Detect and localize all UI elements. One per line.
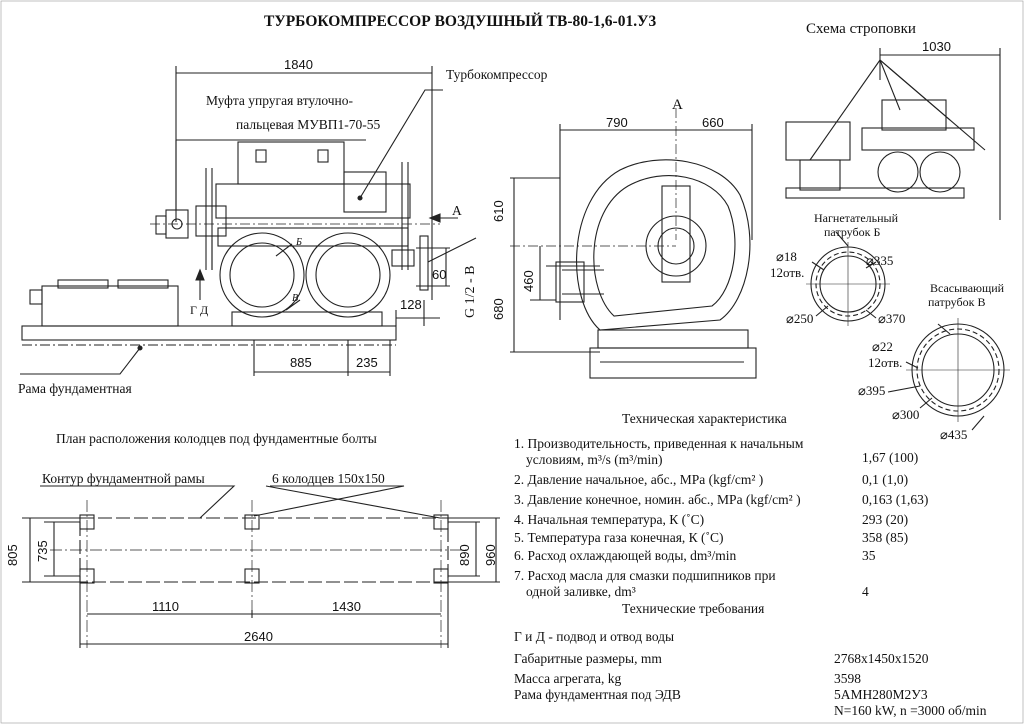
req-frame-value: 5АМН280М2У3: [834, 687, 928, 702]
dim-680: 680: [491, 298, 506, 320]
spec-item-4-value: 293 (20): [862, 512, 909, 527]
flange-b-title-line2: патрубок Б: [824, 225, 881, 239]
requirement-water: Г и Д - подвод и отвод воды: [514, 629, 675, 644]
flange-b: [806, 231, 890, 326]
req-mass-label: Масса агрегата, kg: [514, 671, 622, 686]
spec-item-3-value: 0,163 (1,63): [862, 492, 929, 507]
side-view: [510, 108, 757, 379]
flange-b-d335: ⌀335: [866, 253, 894, 268]
drawing-title: ТУРБОКОМПРЕССОР ВОЗДУШНЫЙ ТВ-80-1,6-01.У…: [264, 13, 657, 30]
dim-805: 805: [5, 544, 20, 566]
flange-v-title-line1: Всасывающий: [930, 281, 1005, 295]
dim-960: 960: [483, 544, 498, 566]
label-turbocompressor: Турбокомпрессор: [446, 67, 548, 82]
flange-v: [887, 318, 1010, 431]
dim-235: 235: [356, 355, 378, 370]
spec-item-1-line1: 1. Производительность, приведенная к нач…: [514, 436, 804, 451]
req-frame-label: Рама фундаментная под ЭДВ: [514, 687, 681, 702]
flange-b-hole-dia: ⌀18: [776, 249, 797, 264]
dim-1430: 1430: [332, 599, 361, 614]
spec-item-7-value: 4: [862, 584, 869, 599]
spec-item-6: 6. Расход охлаждающей воды, dm³/min: [514, 548, 737, 563]
dim-1110: 1110: [152, 599, 179, 614]
pipe-b-label: Б: [296, 237, 302, 248]
dim-660: 660: [702, 115, 724, 130]
dim-735: 735: [35, 540, 50, 562]
flange-v-d300: ⌀300: [892, 407, 920, 422]
dim-128: 128: [400, 297, 422, 312]
spec-item-1-line2: условиям, m³/s (m³/min): [526, 452, 663, 467]
spec-item-2: 2. Давление начальное, абс., MPa (kgf/cm…: [514, 472, 764, 487]
flange-v-d395: ⌀395: [858, 383, 886, 398]
flange-v-title-line2: патрубок В: [928, 295, 986, 309]
req-dimensions-label: Габаритные размеры, mm: [514, 651, 662, 666]
dim-460: 460: [521, 270, 536, 292]
flange-v-d435: ⌀435: [940, 427, 968, 442]
spec-item-4: 4. Начальная температура, К (˚С): [514, 512, 705, 527]
req-motor-power: N=160 kW, n =3000 об/min: [834, 703, 987, 718]
label-coupling-line2: пальцевая МУВП1-70-55: [236, 117, 381, 132]
sling-dim: 1030: [922, 39, 951, 54]
side-view-label: А: [672, 97, 683, 113]
dim-overall-length: 1840: [284, 57, 313, 72]
dim-890: 890: [457, 544, 472, 566]
requirements-title: Технические требования: [622, 601, 765, 616]
water-gd-label: Г Д: [190, 303, 209, 317]
plan-wells-label: 6 колодцев 150х150: [272, 471, 385, 486]
spec-item-6-value: 35: [862, 548, 876, 563]
flange-b-hole-count: 12отв.: [770, 265, 805, 280]
plan-wells: [22, 485, 500, 648]
flange-b-d370: ⌀370: [878, 311, 906, 326]
spec-item-3: 3. Давление конечное, номин. абс., MPa (…: [514, 492, 801, 507]
spec-item-1-value: 1,67 (100): [862, 450, 919, 465]
dim-60: 60: [432, 267, 447, 282]
spec-item-2-value: 0,1 (1,0): [862, 472, 909, 487]
sling-scheme-title: Схема строповки: [806, 21, 916, 37]
spec-item-5: 5. Температура газа конечная, К (˚С): [514, 530, 724, 545]
req-mass-value: 3598: [834, 671, 861, 686]
label-coupling-line1: Муфта упругая втулочно-: [206, 93, 353, 108]
req-dimensions-value: 2768х1450х1520: [834, 651, 929, 666]
spec-item-7-line2: одной заливке, dm³: [526, 584, 636, 599]
thread-label: G 1/2 - В: [463, 265, 478, 319]
pipe-v-label: В: [292, 293, 299, 304]
spec-item-5-value: 358 (85): [862, 530, 909, 545]
specs-title: Техническая характеристика: [622, 411, 787, 426]
front-view: [20, 66, 477, 376]
flange-v-hole-count: 12отв.: [868, 355, 903, 370]
spec-item-7-line1: 7. Расход масла для смазки подшипников п…: [514, 568, 776, 583]
flange-b-d250: ⌀250: [786, 311, 814, 326]
label-foundation-frame: Рама фундаментная: [18, 381, 132, 396]
dim-2640: 2640: [244, 629, 273, 644]
plan-title: План расположения колодцев под фундамент…: [56, 431, 377, 446]
flange-v-hole-dia: ⌀22: [872, 339, 893, 354]
dim-610: 610: [491, 200, 506, 222]
arrow-a-label: А: [452, 203, 462, 218]
sling-scheme: [785, 48, 1001, 220]
plan-contour-label: Контур фундаментной рамы: [42, 471, 205, 486]
dim-790: 790: [606, 115, 628, 130]
flange-b-title-line1: Нагнетательный: [814, 211, 899, 225]
dim-885: 885: [290, 355, 312, 370]
